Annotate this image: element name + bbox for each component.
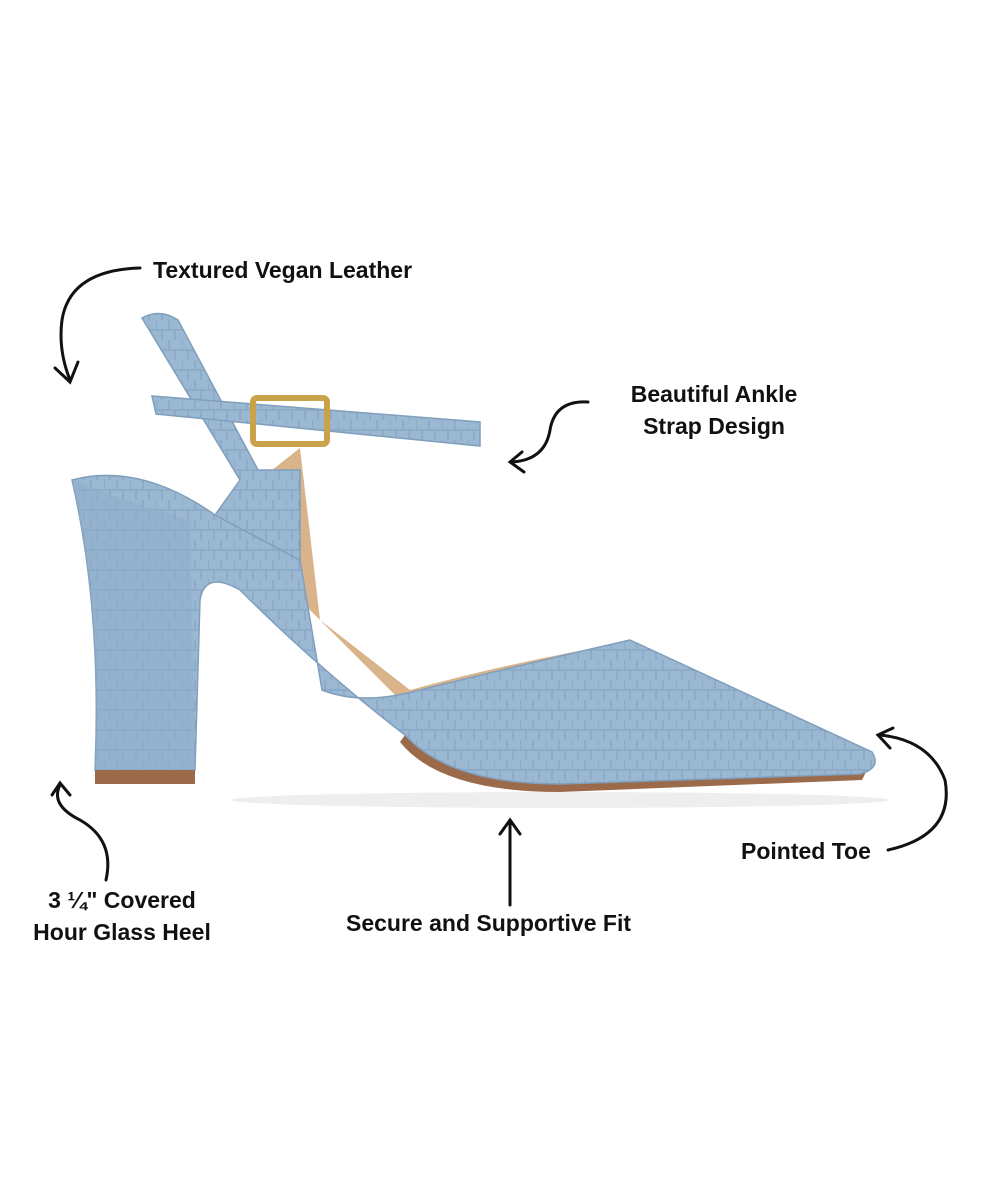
callout-pointed-toe: Pointed Toe — [741, 838, 871, 864]
shoe-shadow — [230, 792, 890, 808]
callout-ankle-strap-line2: Strap Design — [643, 413, 785, 439]
callout-vegan-leather: Textured Vegan Leather — [153, 257, 413, 283]
arrow-heel — [56, 783, 110, 882]
callout-heel: 3 ¼" Covered Hour Glass Heel — [2, 884, 242, 948]
callout-arrows — [50, 266, 948, 907]
arrow-leather — [59, 266, 142, 382]
callout-heel-line1: 3 ¼" Covered — [48, 887, 196, 913]
callout-heel-line2: Hour Glass Heel — [33, 919, 211, 945]
callout-ankle-strap: Beautiful Ankle Strap Design — [594, 378, 834, 442]
arrow-toe — [878, 733, 948, 852]
heel — [72, 480, 195, 770]
arrow-strap — [510, 400, 590, 464]
buckle — [250, 395, 330, 447]
callout-ankle-strap-line1: Beautiful Ankle — [630, 381, 798, 407]
shoe-upper — [71, 474, 876, 785]
ankle-strap — [151, 395, 481, 447]
heel-tip — [95, 770, 195, 784]
quarter-strap — [140, 312, 301, 562]
callout-supportive-fit: Secure and Supportive Fit — [346, 910, 631, 936]
